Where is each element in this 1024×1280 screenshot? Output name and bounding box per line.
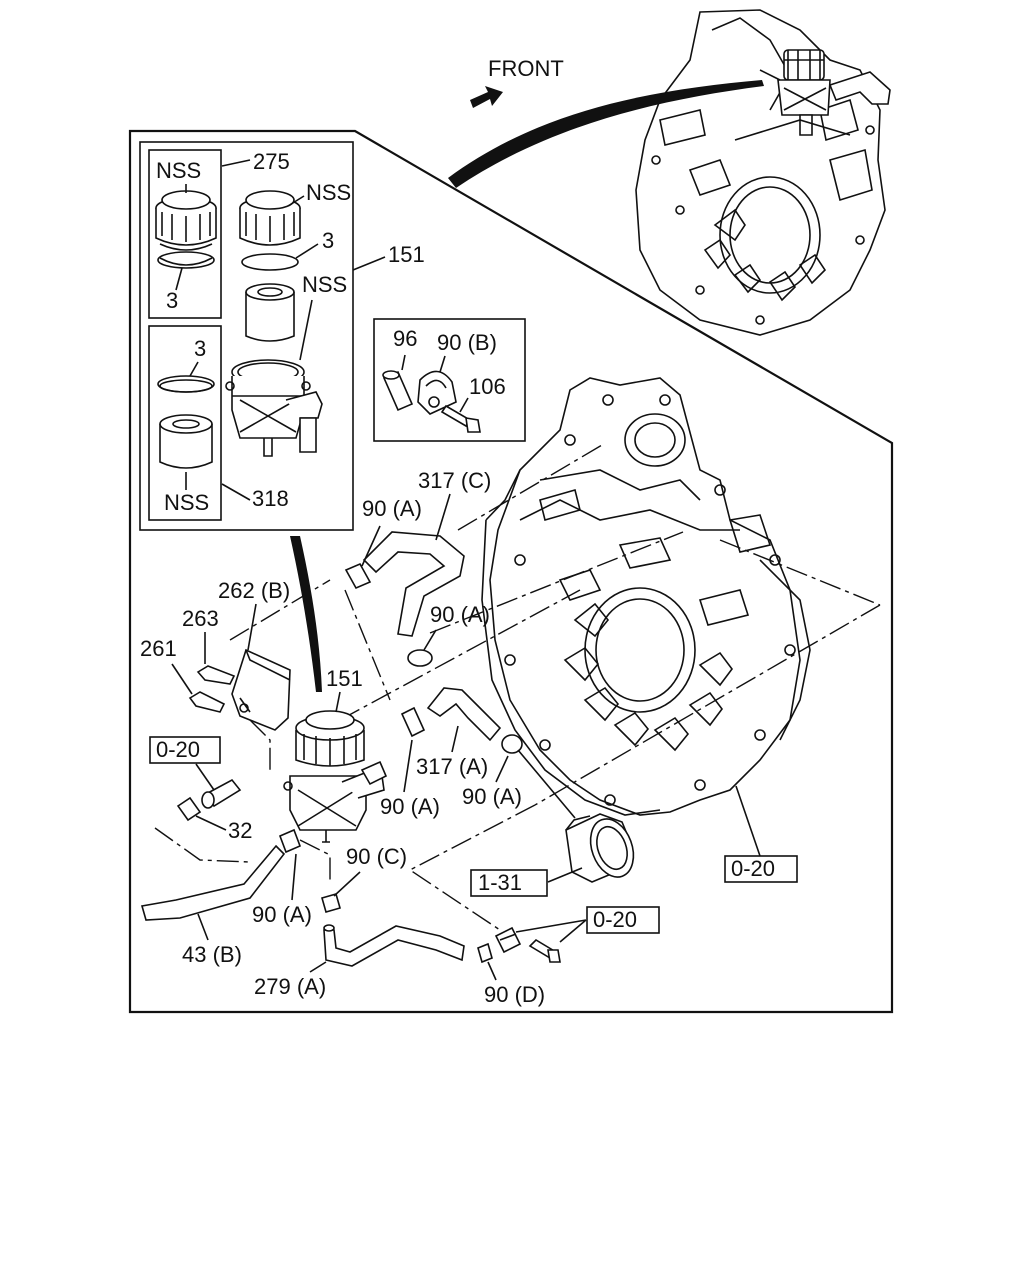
duct-1-31-drawing (565, 813, 635, 883)
inset-151-box (139, 141, 354, 531)
inset-275-box (148, 149, 222, 319)
label-262b: 262 (B) (218, 578, 290, 603)
fuel-filter-151-drawing (283, 710, 388, 843)
ref-box-1-31 (470, 869, 548, 897)
label-3-b: 3 (322, 228, 334, 253)
inset-318-box (148, 325, 222, 521)
label-90a-1: 90 (A) (362, 496, 422, 521)
leader-line-2 (429, 531, 684, 634)
label-261: 261 (140, 636, 177, 661)
label-90b: 90 (B) (437, 330, 497, 355)
leader-line-6 (408, 804, 536, 931)
label-151-main: 151 (326, 666, 363, 691)
bolt-drawing (528, 938, 561, 963)
label-90c: 90 (C) (346, 844, 407, 869)
label-317a: 317 (A) (416, 754, 488, 779)
label-43b: 43 (B) (182, 942, 242, 967)
leader-line-4 (719, 539, 881, 606)
ref-box-0-20-right (724, 855, 798, 883)
label-3-a: 3 (166, 288, 178, 313)
label-3-c: 3 (194, 336, 206, 361)
fitting-drawing (201, 778, 242, 809)
bolt-106-drawing (440, 404, 481, 433)
inset-clamp-box (373, 318, 526, 442)
label-90a-5: 90 (A) (252, 902, 312, 927)
ref-1-31: 1-31 (478, 870, 522, 895)
filter-cap-drawing (155, 190, 217, 251)
hose-279a-drawing (323, 925, 465, 967)
ref-box-0-20-bottom (586, 906, 660, 934)
label-318: 318 (252, 486, 289, 511)
label-90a-3: 90 (A) (380, 794, 440, 819)
clamp-90a-1-drawing (344, 562, 372, 590)
ref-0-20-right: 0-20 (731, 856, 775, 881)
label-nss-1: NSS (156, 158, 201, 183)
filter-element-drawing (245, 283, 295, 342)
leader-line-3 (339, 589, 581, 721)
clamp-90a-4-drawing (501, 734, 523, 754)
front-label: FRONT (488, 56, 564, 81)
filter-element-318-drawing (159, 414, 213, 469)
leader-line-1 (457, 444, 603, 531)
leader-line-11 (299, 839, 331, 880)
leader-line-7 (344, 589, 391, 701)
label-90a-4: 90 (A) (462, 784, 522, 809)
label-279a: 279 (A) (254, 974, 326, 999)
bracket-262b-drawing (231, 648, 291, 731)
inset-pointer-arc (290, 536, 322, 692)
leader-line-5 (534, 604, 881, 806)
housing-overview-drawing (635, 9, 891, 336)
ref-0-20-left: 0-20 (156, 737, 200, 762)
clamp-90d-drawing (477, 942, 493, 964)
label-263: 263 (182, 606, 219, 631)
clamp-90a-3-drawing (400, 706, 426, 738)
hose-317c-drawing (362, 531, 465, 637)
label-96: 96 (393, 326, 417, 351)
label-317c: 317 (C) (418, 468, 491, 493)
leader-line-8 (249, 719, 271, 770)
clamp-90b-drawing (417, 370, 457, 415)
leader-line-10 (229, 579, 331, 641)
label-90d: 90 (D) (484, 982, 545, 1007)
hose-piece-96-drawing (382, 370, 414, 412)
bolt-261-drawing (188, 691, 226, 713)
label-275: 275 (253, 149, 290, 174)
filter-housing-drawing (225, 359, 323, 457)
label-90a-2: 90 (A) (430, 602, 490, 627)
leader-line-9 (154, 827, 251, 863)
ref-box-0-20-left (149, 736, 221, 764)
label-nss-3: NSS (302, 272, 347, 297)
flywheel-housing-drawing (481, 377, 811, 816)
label-106: 106 (469, 374, 506, 399)
label-nss-4: NSS (164, 490, 209, 515)
hose-317a-drawing (426, 687, 502, 742)
hose-43b-drawing (140, 844, 286, 921)
o-ring-3a (159, 257, 213, 266)
clamp-90a-2-drawing (407, 649, 433, 667)
label-32: 32 (228, 818, 252, 843)
diagram-frame (128, 129, 894, 1014)
label-nss-2: NSS (306, 180, 351, 205)
clamp-32-drawing (176, 796, 202, 822)
label-151-inset: 151 (388, 242, 425, 267)
front-arrow-icon (470, 86, 503, 108)
clip-drawing (494, 926, 522, 954)
bolt-263-drawing (196, 665, 236, 685)
ref-0-20-bottom: 0-20 (593, 907, 637, 932)
filter-cap-right-drawing (239, 190, 301, 246)
